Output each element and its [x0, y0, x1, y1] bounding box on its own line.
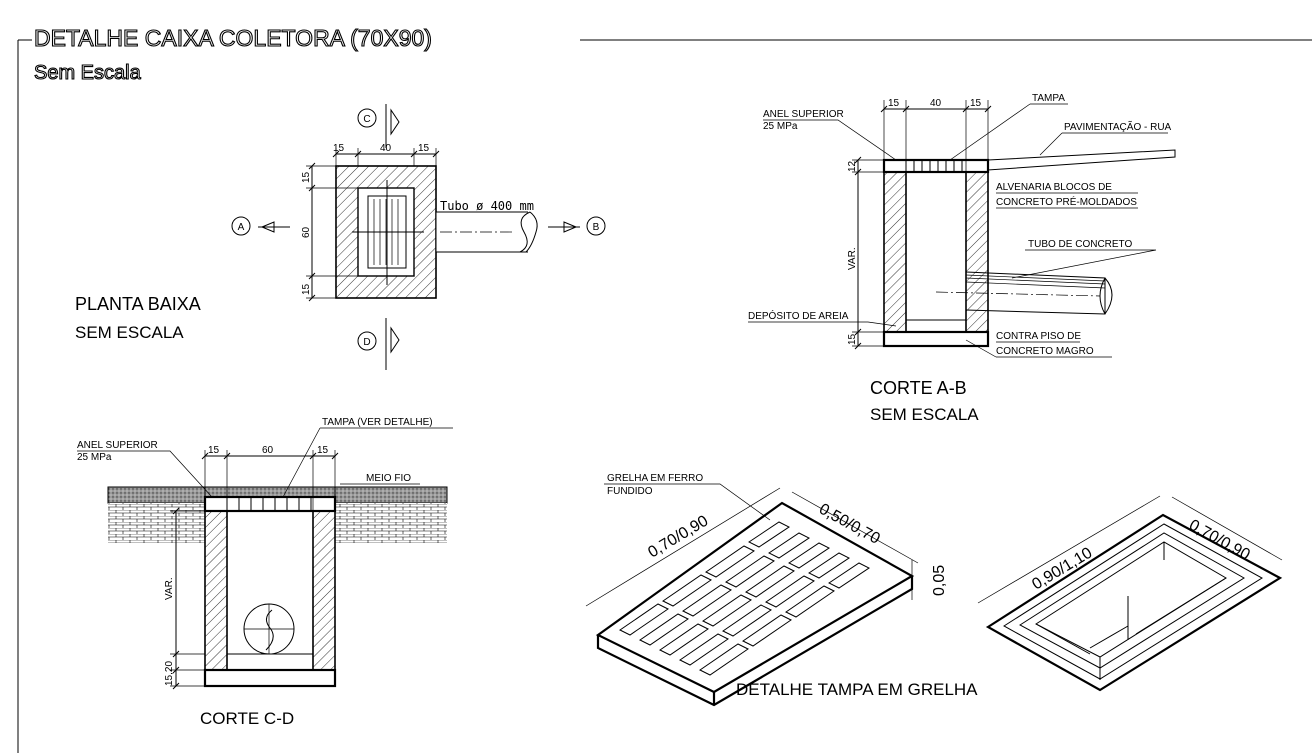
frame-isometric — [977, 495, 1283, 692]
ab-pavement-label: PAVIMENTAÇÃO - RUA — [1064, 120, 1172, 133]
marker-d: D — [363, 337, 370, 348]
ab-sand-label: DEPÓSITO DE AREIA — [748, 309, 849, 322]
plan-dim-v15b: 15 — [301, 283, 312, 295]
ab-pipe-label: TUBO DE CONCRETO — [1028, 239, 1132, 250]
frame-long-dim: 0,90/1,10 — [1029, 544, 1095, 593]
grate-material-label-2: FUNDIDO — [607, 486, 653, 497]
plan-dim-40: 40 — [380, 143, 392, 154]
section-ab-scale: SEM ESCALA — [870, 405, 979, 424]
ab-subfloor-label-1: CONTRA PISO DE — [996, 331, 1081, 342]
plan-dim-15a: 15 — [333, 143, 345, 154]
ab-subfloor-label-2: CONCRETO MAGRO — [996, 346, 1094, 357]
ab-lid-label: TAMPA — [1032, 93, 1065, 104]
plan-dim-v15a: 15 — [301, 171, 312, 183]
plan-view — [231, 104, 606, 370]
ab-ring-label: ANEL SUPERIOR — [763, 109, 844, 120]
marker-a: A — [238, 222, 245, 233]
frame-short-dim: 0,70/0,90 — [1186, 517, 1253, 564]
cd-dim-15b: 15 — [317, 445, 329, 456]
section-cd-title: CORTE C-D — [200, 709, 294, 728]
grate-long-dim: 0,70/0,90 — [645, 512, 711, 561]
ab-dim-40: 40 — [930, 98, 942, 109]
plan-dim-v60: 60 — [301, 226, 312, 238]
section-ab — [748, 100, 1176, 358]
marker-c: C — [363, 114, 370, 125]
ab-dim-12: 12 — [847, 160, 858, 172]
grate-detail-title: DETALHE TAMPA EM GRELHA — [736, 680, 978, 699]
grate-thick-dim: 0,05 — [931, 565, 948, 596]
ab-dim-15: 15 — [847, 333, 858, 345]
cd-dim-15a: 15 — [208, 445, 220, 456]
cd-lid-label: TAMPA (VER DETALHE) — [322, 417, 433, 428]
marker-b: B — [593, 222, 600, 233]
ab-dim-15b: 15 — [970, 98, 982, 109]
cd-dim-60: 60 — [262, 445, 274, 456]
section-ab-title: CORTE A-B — [870, 378, 967, 398]
plan-dim-15b: 15 — [418, 143, 430, 154]
ab-dim-15a: 15 — [888, 98, 900, 109]
sheet-subtitle: Sem Escala — [34, 62, 142, 84]
cd-dim-var: VAR. — [164, 577, 175, 600]
sheet-frame — [17, 39, 1312, 753]
grate-material-label-1: GRELHA EM FERRO — [607, 473, 703, 484]
ab-dim-var: VAR. — [847, 247, 858, 270]
plan-scale: SEM ESCALA — [75, 323, 184, 342]
section-cd — [77, 427, 453, 690]
plan-pipe-label: Tubo ø 400 mm — [440, 199, 534, 213]
ab-ring-spec: 25 MPa — [763, 121, 798, 132]
grate-isometric — [585, 483, 919, 707]
ab-masonry-label-1: ALVENARIA BLOCOS DE — [996, 182, 1112, 193]
cd-dim-15-20: 15,20 — [164, 661, 175, 686]
cd-ring-spec: 25 MPa — [77, 452, 112, 463]
ab-masonry-label-2: CONCRETO PRÉ-MOLDADOS — [996, 195, 1137, 208]
plan-title: PLANTA BAIXA — [75, 294, 201, 314]
cd-curb-label: MEIO FIO — [366, 473, 411, 484]
cd-ring-label: ANEL SUPERIOR — [77, 440, 158, 451]
sheet-title: DETALHE CAIXA COLETORA (70X90) — [34, 25, 432, 51]
